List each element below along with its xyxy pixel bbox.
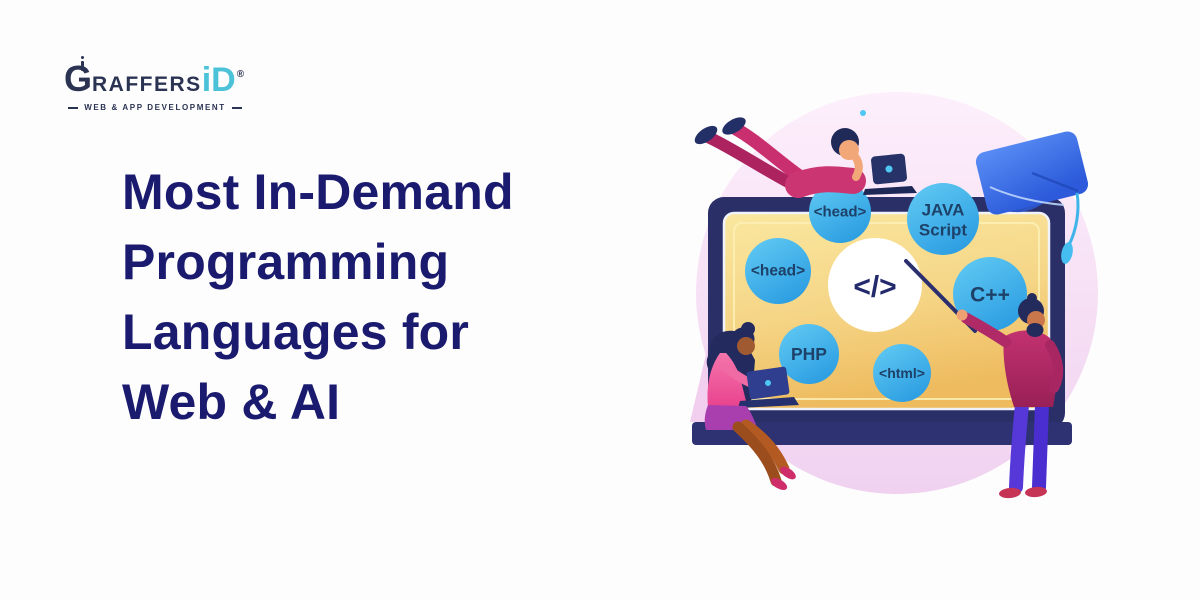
pencil-icon (81, 56, 84, 71)
bubble-circle (809, 181, 871, 243)
logo-tagline: WEB & APP DEVELOPMENT (84, 103, 226, 112)
lying-shoe-2 (722, 117, 746, 135)
lying-laptop-base (863, 186, 917, 195)
woman-laptop-screen (746, 366, 790, 400)
bubble-circle (907, 183, 979, 255)
man-leg-1 (1009, 398, 1029, 494)
woman-shoe-2 (770, 478, 788, 490)
lying-shoe-1 (694, 125, 718, 145)
cap-edge-highlight (989, 186, 1065, 206)
cap-tassel-end (1061, 242, 1073, 264)
bubble-circle (953, 257, 1027, 331)
title-line-1: Most In-Demand (122, 164, 514, 220)
code-symbol: </> (853, 271, 896, 304)
man-shoe-2 (1025, 486, 1047, 498)
tagline-dash-left (68, 106, 79, 109)
person-lying-with-laptop (694, 117, 917, 198)
logo-text-raffers: RAFFERS (92, 73, 202, 96)
logo-letter-g: G (64, 58, 93, 99)
sparkle-dot (860, 110, 866, 116)
bubble-circle (779, 324, 839, 384)
man-arm-on-hip (1045, 340, 1064, 393)
cap-tassel-cord (1067, 192, 1080, 246)
bubble-label-line1: JAVA (922, 201, 965, 220)
title-line-3: Languages for (122, 304, 470, 360)
man-shoe-1 (999, 487, 1021, 499)
code-circle-bg (828, 238, 922, 332)
bubble-head-left: <head> (745, 238, 811, 304)
bubble-cpp: C++ (953, 257, 1027, 331)
illustration-svg: <head> JAVA Script <head> C++ PHP <ht (690, 92, 1098, 499)
man-leg-2 (1032, 398, 1049, 494)
man-hand (956, 309, 968, 321)
man-beard (1026, 323, 1044, 337)
lying-arm (848, 149, 863, 181)
man-torso (1003, 330, 1057, 407)
person-sitting-with-laptop (704, 322, 799, 490)
bubble-circle (745, 238, 811, 304)
bubble-label: PHP (791, 344, 827, 364)
graduation-cap (975, 131, 1089, 264)
logo-tagline-row: WEB & APP DEVELOPMENT (64, 103, 246, 112)
bubble-label: <html> (879, 365, 925, 381)
logo-text-id: iD (201, 61, 236, 99)
cap-crease (1031, 171, 1079, 193)
lying-laptop-screen (871, 153, 907, 185)
programming-illustration: <head> JAVA Script <head> C++ PHP <ht (660, 85, 1130, 525)
bubble-javascript: JAVA Script (907, 183, 979, 255)
bubble-label: <head> (814, 204, 867, 221)
woman-torso (707, 353, 748, 409)
bubble-label-line2: Script (919, 221, 968, 240)
bubble-php: PHP (779, 324, 839, 384)
woman-laptop-base (738, 397, 799, 408)
man-arm-raised (960, 312, 1012, 348)
person-standing-pointing (956, 293, 1064, 499)
woman-face (737, 337, 755, 355)
monitor-shelf (692, 422, 1072, 445)
title-line-4: Web & AI (122, 374, 341, 430)
woman-shoe-1 (780, 466, 796, 480)
graffersid-logo: G RAFFERS iD ® WEB & APP DEVELOPMENT (64, 56, 246, 112)
bubble-html: <html> (873, 344, 931, 402)
title-line-2: Programming (122, 234, 450, 290)
bubble-head-top: <head> (809, 181, 871, 243)
woman-leg-1 (740, 419, 790, 475)
bubble-circle (873, 344, 931, 402)
code-circle: </> (828, 238, 922, 332)
registered-trademark-mark: ® (236, 69, 245, 80)
bubble-label: <head> (751, 263, 805, 280)
laptop-logo-dot (765, 380, 771, 386)
lying-leg-1 (702, 131, 796, 189)
laptop-logo-dot (885, 165, 893, 173)
tagline-dash-right (231, 106, 242, 109)
page-title: Most In-Demand Programming Languages for… (122, 157, 514, 437)
lying-torso (785, 166, 866, 198)
bubble-label: C++ (970, 284, 1010, 307)
woman-leg-2 (732, 421, 782, 487)
logo-wordmark: G RAFFERS iD ® (64, 56, 246, 100)
